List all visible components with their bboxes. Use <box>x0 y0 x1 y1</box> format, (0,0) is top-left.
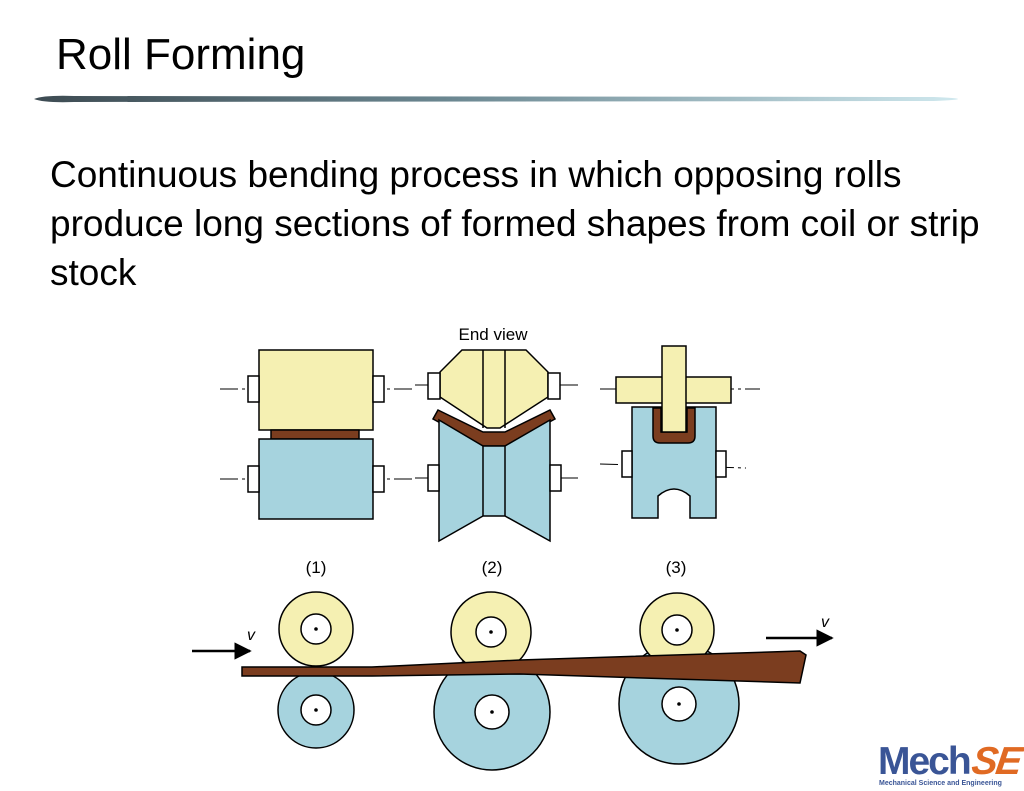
stage-label-2: (2) <box>482 558 503 577</box>
strip-channel <box>652 407 696 444</box>
mechse-logo: MechSE Mechanical Science and Engineerin… <box>876 740 1023 789</box>
lower-roll-flat <box>258 438 374 520</box>
stage-label-3: (3) <box>666 558 687 577</box>
velocity-in-label: v <box>247 627 256 644</box>
end-view-stage-3 <box>599 345 760 519</box>
title-divider <box>34 95 958 103</box>
strip-flat <box>270 429 360 440</box>
page-title: Roll Forming <box>56 30 306 79</box>
logo-subtitle: Mechanical Science and Engineering <box>879 780 1002 787</box>
stage-label-1: (1) <box>306 558 327 577</box>
upper-roll-channel-disc <box>661 345 687 433</box>
end-view-stage-2 <box>415 349 578 543</box>
upper-roll-flat <box>258 349 374 431</box>
strip-side-view <box>241 650 807 684</box>
side-view <box>192 591 834 771</box>
upper-roll-v <box>439 349 549 429</box>
logo-wordmark: MechSE <box>878 740 1023 783</box>
velocity-out-label: v <box>821 614 830 631</box>
lower-roll-v <box>438 418 551 543</box>
body-paragraph: Continuous bending process in which oppo… <box>50 154 980 293</box>
end-view-label: End view <box>459 325 529 344</box>
end-view-stage-1 <box>220 349 412 520</box>
